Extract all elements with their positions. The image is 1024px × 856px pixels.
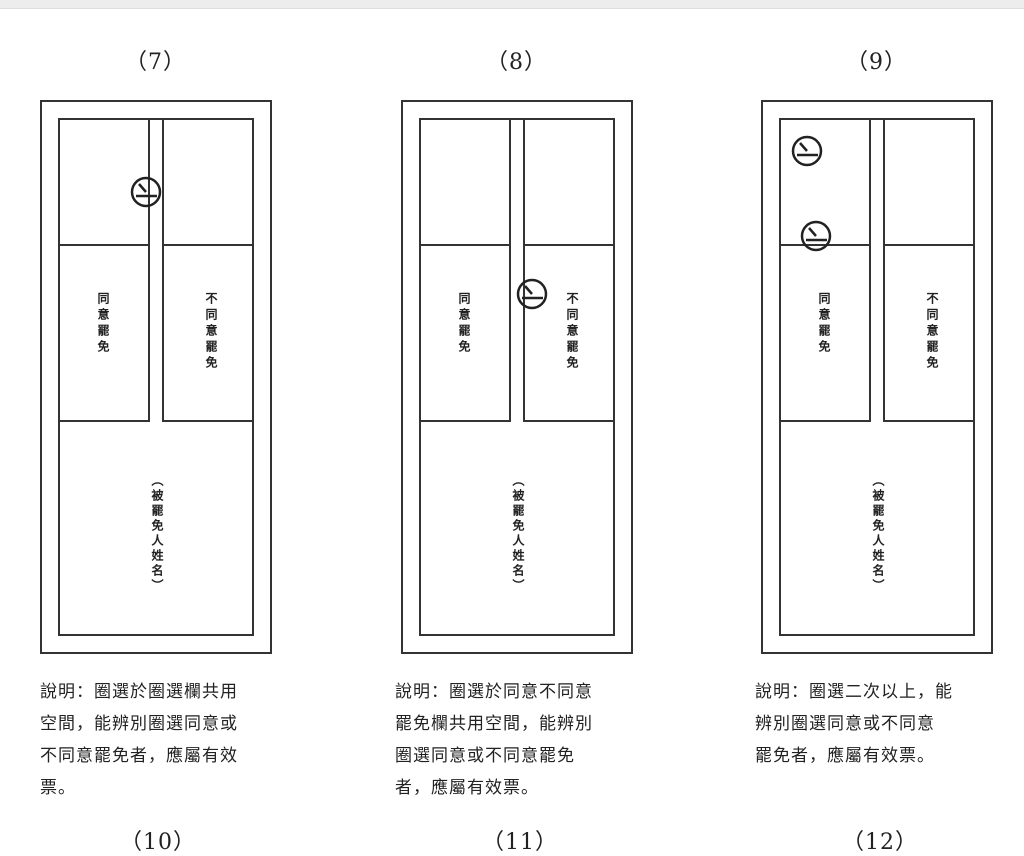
next-panel-label: （10） [120, 830, 196, 855]
candidate-name-label: （被罷免人姓名） [511, 474, 525, 594]
ballot-outer: 同意罷免 不同意罷免 （被罷免人姓名） [761, 100, 993, 654]
ballot-outer: 同意罷免 不同意罷免 （被罷免人姓名） [401, 100, 633, 654]
next-panel-label: （11） [482, 830, 558, 855]
vote-stamp-icon [791, 135, 823, 167]
panel-label: （7） [125, 50, 186, 75]
ballot-outer: 同意罷免 不同意罷免 （被罷免人姓名） [40, 100, 272, 654]
example-panel-9: （9） 同意罷免 不同意罷免 （被罷免人姓名） 說明：圈選二次以上，能 辨別圈選… [680, 0, 1020, 855]
ballot-inner: 同意罷免 不同意罷免 （被罷免人姓名） [419, 118, 615, 636]
example-panel-7: （7） 同意罷免 不同意罷免 （被罷免人姓名） 說明：圈選於圈選欄共用 空間，能… [0, 0, 340, 855]
agree-recall-label: 同意罷免 [96, 292, 110, 356]
shared-column-divider [869, 120, 885, 422]
candidate-name-label: （被罷免人姓名） [150, 474, 164, 594]
next-panel-label: （12） [842, 830, 918, 855]
top-bar [0, 0, 1024, 9]
agree-recall-label: 同意罷免 [817, 292, 831, 356]
panel-label: （8） [486, 50, 547, 75]
description-text: 說明：圈選二次以上，能 辨別圈選同意或不同意 罷免者，應屬有效票。 [755, 682, 953, 766]
vote-stamp-icon [516, 278, 548, 310]
vote-stamp-icon [800, 220, 832, 252]
vote-stamp-icon [130, 176, 162, 208]
description-text: 說明：圈選於同意不同意 罷免欄共用空間，能辨別 圈選同意或不同意罷免 者，應屬有… [395, 682, 593, 798]
disagree-recall-label: 不同意罷免 [204, 292, 218, 372]
panel-label: （9） [846, 50, 907, 75]
disagree-recall-label: 不同意罷免 [565, 292, 579, 372]
disagree-recall-label: 不同意罷免 [925, 292, 939, 372]
shared-column-divider [509, 120, 525, 422]
agree-recall-label: 同意罷免 [457, 292, 471, 356]
description-text: 說明：圈選於圈選欄共用 空間，能辨別圈選同意或 不同意罷免者，應屬有效 票。 [40, 682, 238, 798]
shared-column-divider [148, 120, 164, 422]
example-panel-8: （8） 同意罷免 不同意罷免 （被罷免人姓名） 說明：圈選於同意不同意 罷免欄共… [340, 0, 680, 855]
ballot-inner: 同意罷免 不同意罷免 （被罷免人姓名） [779, 118, 975, 636]
candidate-name-label: （被罷免人姓名） [871, 474, 885, 594]
